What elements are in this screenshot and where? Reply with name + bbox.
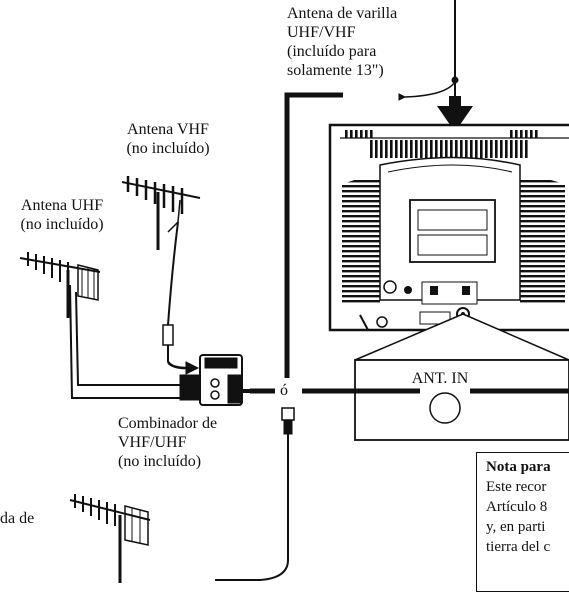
or-symbol: ó	[280, 382, 288, 399]
bottom-antenna-icon	[69, 494, 151, 583]
rod-antenna-cable	[398, 0, 459, 101]
combiner-icon	[179, 354, 252, 406]
left-partial-label: da de	[0, 510, 35, 527]
note-line: tierra del c	[486, 539, 551, 555]
ant-in-label: ANT. IN	[355, 363, 525, 395]
vhf-antenna-icon	[121, 176, 201, 375]
arrow-to-tv-icon	[437, 96, 473, 132]
bottom-antenna-cable	[215, 407, 295, 581]
note-line: y, en parti	[486, 519, 546, 535]
uhf-antenna-label: Antena UHF (no incluído)	[20, 197, 104, 233]
note-line: Este recor	[486, 479, 547, 495]
tv-rear-view	[328, 123, 569, 332]
note-title: Nota para	[486, 459, 551, 475]
rod-antenna-label: Antena de varilla UHF/VHF (incluído para…	[287, 5, 398, 79]
note-line: Artículo 8	[486, 499, 548, 515]
note-box: Nota para Este recor Artículo 8 y, en pa…	[476, 452, 569, 592]
vhf-antenna-label: Antena VHF (no incluído)	[126, 121, 210, 157]
uhf-antenna-icon	[19, 252, 212, 399]
combiner-label: Combinador de VHF/UHF (no incluído)	[118, 415, 218, 470]
